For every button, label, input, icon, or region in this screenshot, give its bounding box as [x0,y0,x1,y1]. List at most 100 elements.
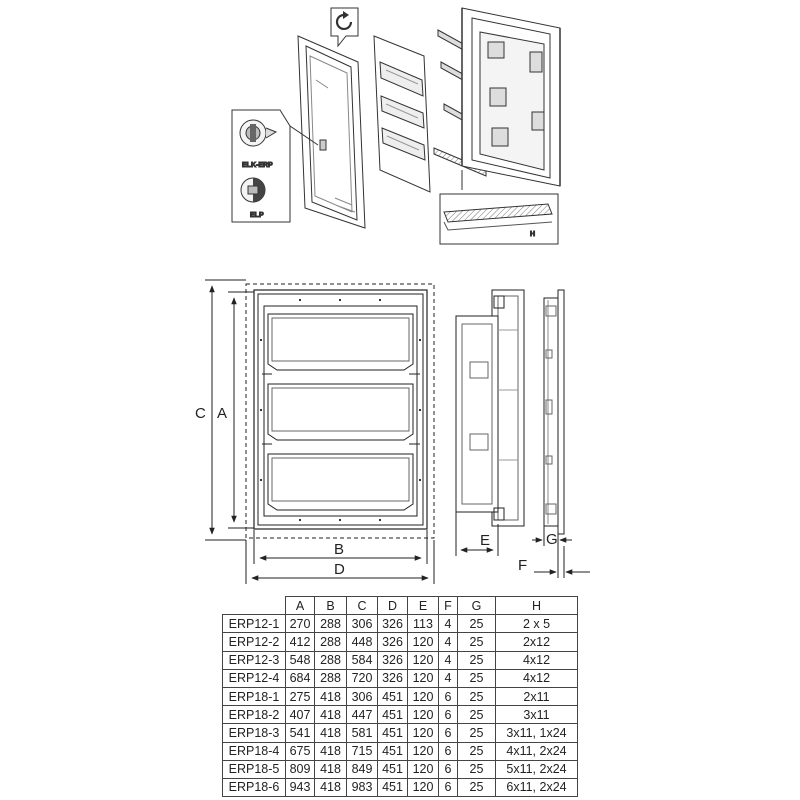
table-cell: 418 [314,705,347,725]
model-name-cell: ERP12-4 [222,668,286,688]
table-cell: 326 [377,668,408,688]
part-h-callout: H [439,170,559,245]
table-cell: 326 [377,650,408,670]
table-cell: 809 [285,759,315,779]
table-cell: 448 [346,632,378,652]
table-header-row: A B C D E F G H [222,595,578,616]
elk-erp-label: ELK-ERP [242,162,273,169]
elp-label: ELP [250,212,264,219]
table-cell: 584 [346,650,378,670]
elp-lock-icon [240,177,266,203]
back-box [461,7,561,187]
part-h-label: H [530,231,535,238]
table-cell: 412 [285,632,315,652]
dimension-b-label: B [334,541,344,558]
table-cell: 25 [457,614,496,634]
table-cell: 2x11 [495,686,578,707]
table-cell: 943 [285,777,315,798]
table-cell: 451 [377,777,408,798]
dimension-e [455,512,499,556]
dimension-g-label: G [546,531,558,548]
table-header-cell [222,596,286,616]
table-cell: 451 [377,705,408,725]
table-cell: 2 x 5 [495,614,578,634]
dimension-g [532,526,572,546]
table-cell: 288 [314,614,347,634]
table-cell: 4 [438,632,458,652]
table-cell: 25 [457,777,496,798]
table-cell: 6 [438,759,458,779]
model-name-cell: ERP18-2 [222,705,286,725]
table-cell: 4 [438,668,458,688]
table-cell: 4x12 [495,650,578,670]
rotate-callout [330,7,359,48]
table-cell: 326 [377,614,408,634]
door [297,35,366,229]
dimension-c [205,279,246,541]
table-cell: 113 [407,614,439,634]
frame-inner [257,293,424,526]
front-cover [373,35,431,193]
table-cell: 407 [285,705,315,725]
table-cell: 25 [457,741,496,761]
table-cell: 306 [346,614,378,634]
table-cell: 288 [314,668,347,688]
rotate-clockwise-icon [335,11,353,31]
table-cell: 6 [438,777,458,798]
table-cell: 120 [407,741,439,761]
table-cell: 120 [407,650,439,670]
table-cell: 451 [377,759,408,779]
table-cell: 3x11, 1x24 [495,723,578,743]
table-cell: 4 [438,650,458,670]
table-cell: 25 [457,686,496,707]
table-cell: 306 [346,686,378,707]
table-cell: 5x11, 2x24 [495,759,578,779]
table-cell: 418 [314,723,347,743]
table-cell: 451 [377,741,408,761]
model-name-cell: ERP18-6 [222,777,286,798]
model-name-cell: ERP12-2 [222,632,286,652]
dimension-d [245,540,435,584]
dimension-e-label: E [480,532,490,549]
table-cell: 275 [285,686,315,707]
table-cell: 25 [457,668,496,688]
table-cell: 418 [314,741,347,761]
table-cell: 6x11, 2x24 [495,777,578,798]
frame-screw-holes [259,298,422,522]
model-name-cell: ERP12-1 [222,614,286,634]
dimension-b [253,530,428,564]
table-cell: 120 [407,723,439,743]
table-cell: 2x12 [495,632,578,652]
table-cell: 6 [438,723,458,743]
table-cell: 715 [346,741,378,761]
table-cell: 6 [438,741,458,761]
model-name-cell: ERP18-5 [222,759,286,779]
table-cell: 120 [407,759,439,779]
table-cell: 451 [377,686,408,707]
model-name-cell: ERP18-1 [222,686,286,707]
table-cell: 4x12 [495,668,578,688]
table-header-cell: E [407,595,439,616]
model-name-cell: ERP12-3 [222,650,286,670]
table-cell: 120 [407,668,439,688]
table-cell: 418 [314,759,347,779]
table-cell: 25 [457,705,496,725]
table-cell: 418 [314,777,347,798]
table-cell: 120 [407,777,439,798]
table-cell: 684 [285,668,315,688]
box-outline [245,283,435,539]
profile-view [543,289,565,535]
table-cell: 581 [346,723,378,743]
